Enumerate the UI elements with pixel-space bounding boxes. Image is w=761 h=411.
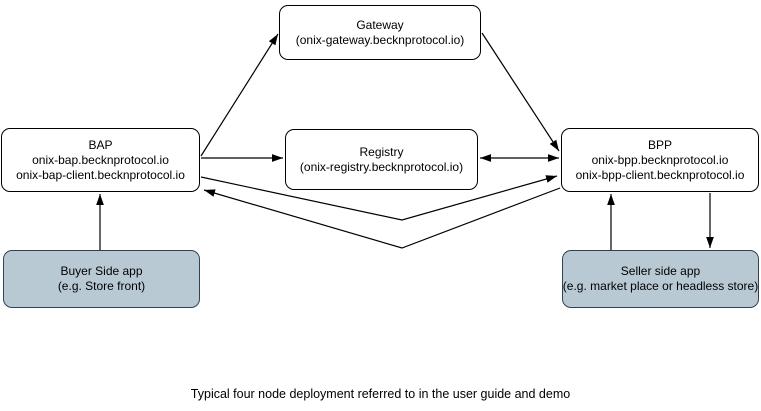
node-buyer-app-label: (e.g. Store front) (57, 279, 146, 293)
node-bap-label: onix-bap.becknprotocol.io (32, 152, 169, 167)
node-registry: Registry(onix-registry.becknprotocol.io) (285, 129, 478, 190)
node-registry-label: (onix-registry.becknprotocol.io) (299, 159, 464, 174)
node-bpp-label: onix-bpp.becknprotocol.io (591, 152, 729, 167)
node-buyer-app-label: Buyer Side app (60, 264, 143, 278)
node-registry-label: Registry (359, 144, 404, 159)
node-buyer-app: Buyer Side app(e.g. Store front) (3, 250, 200, 308)
node-seller-app-label: (e.g. market place or headless store) (562, 279, 759, 293)
node-seller-app-label: Seller side app (620, 264, 701, 278)
edge-gateway-to-bpp (481, 32, 560, 152)
node-gateway-label: (onix-gateway.becknprotocol.io) (295, 32, 465, 47)
node-bpp-label: onix-bpp-client.becknprotocol.io (575, 167, 745, 182)
edge-bap-to-bpp (200, 175, 558, 221)
node-gateway-label: Gateway (356, 17, 404, 32)
diagram-caption: Typical four node deployment referred to… (190, 387, 571, 401)
node-gateway: Gateway(onix-gateway.becknprotocol.io) (279, 5, 481, 60)
node-bap-label: onix-bap-client.becknprotocol.io (16, 167, 185, 182)
edge-bap-to-gateway (200, 33, 279, 157)
node-bpp-label: BPP (647, 137, 672, 152)
node-seller-app: Seller side app(e.g. market place or hea… (562, 250, 759, 308)
node-bap-label: BAP (88, 137, 113, 152)
edge-bpp-to-bap (203, 187, 561, 249)
